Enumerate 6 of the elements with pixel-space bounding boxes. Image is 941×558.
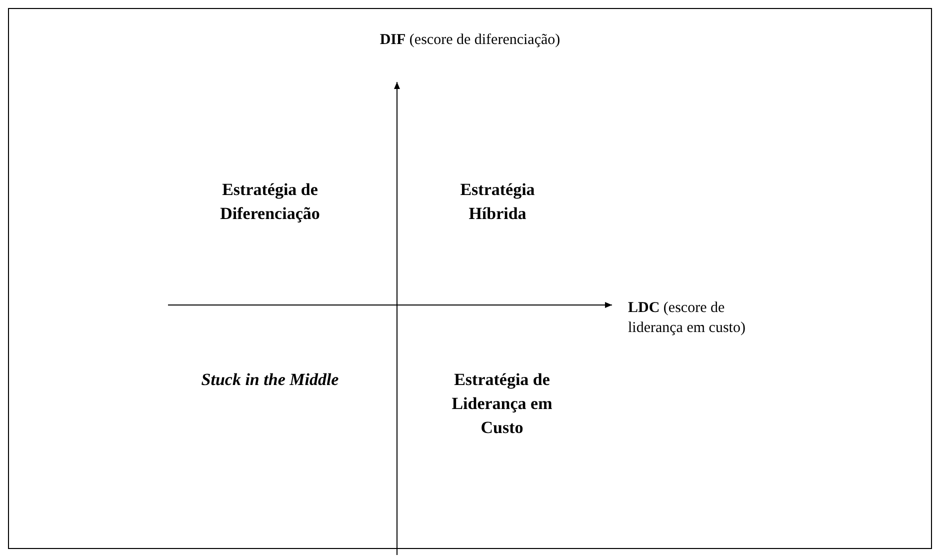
axis-title: LDC (escore de liderança em custo) [628, 299, 746, 338]
quadrant-label: Estratégia de Liderança em Custo [450, 369, 554, 439]
axis-title: DIF (escore de diferenciação) [378, 31, 562, 50]
quadrant-label: Estratégia de Diferenciação [219, 179, 321, 225]
quadrant-label: Estratégia Híbrida [459, 179, 536, 225]
quadrant-label: Stuck in the Middle [200, 369, 340, 391]
